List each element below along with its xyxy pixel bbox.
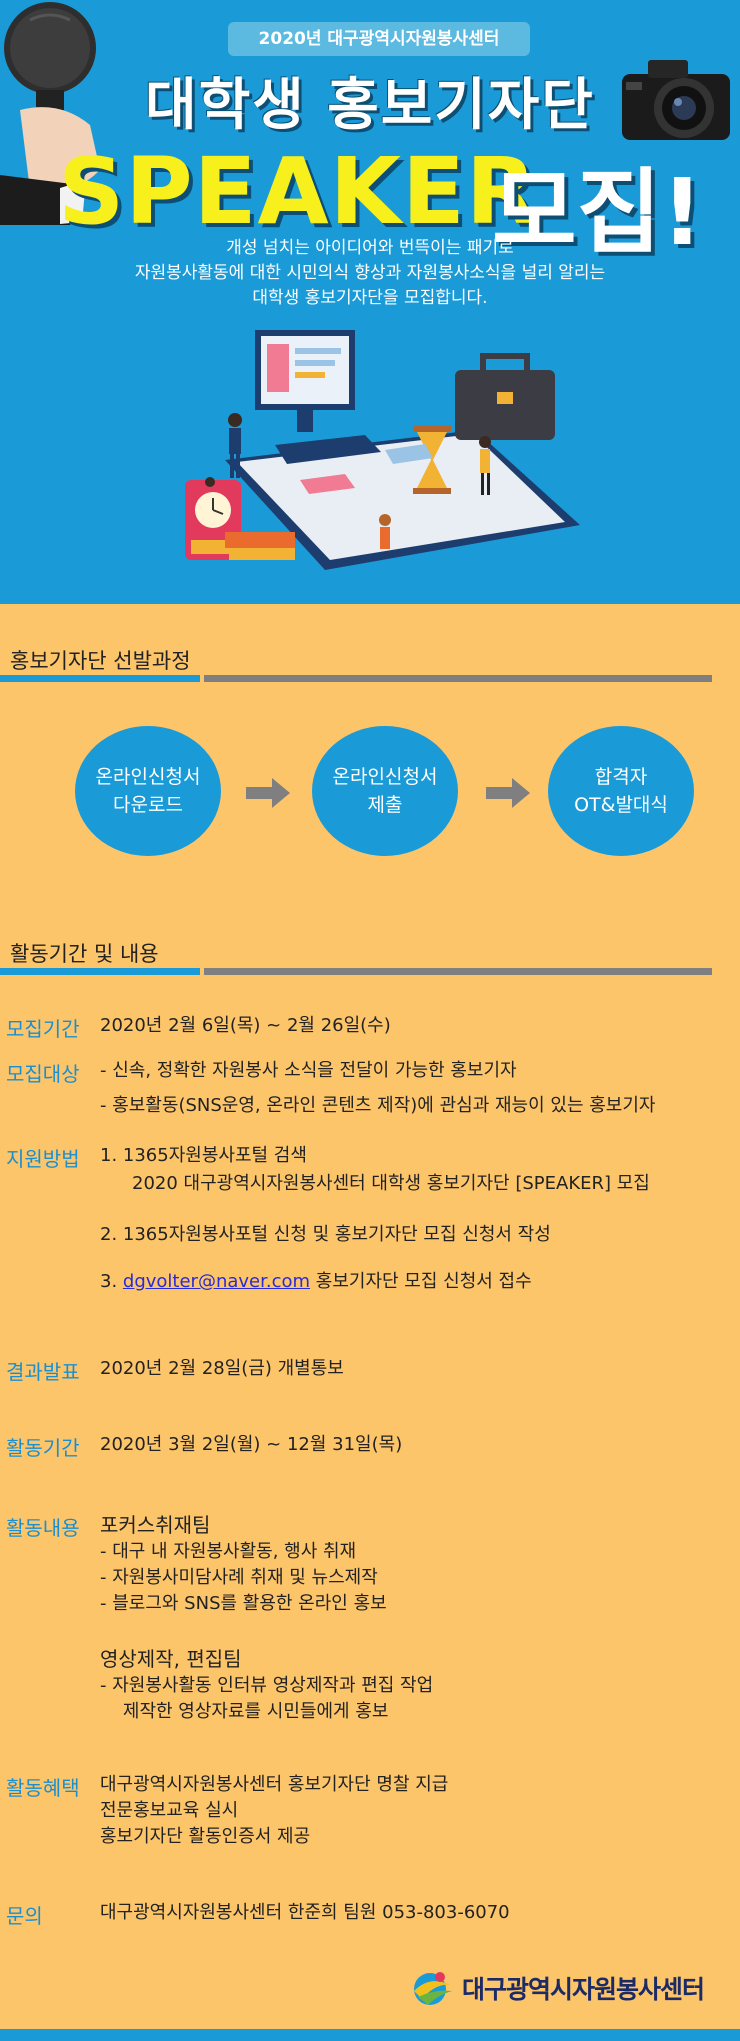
label-contact: 문의: [6, 1904, 43, 1928]
label-benefit: 활동혜택: [6, 1776, 80, 1800]
title-main: 대학생 홍보기자단: [145, 73, 595, 138]
bottom-bar: [0, 2029, 740, 2041]
team-focus-item: - 대구 내 자원봉사활동, 행사 취재: [100, 1541, 357, 1562]
team-video: 영상제작, 편집팀: [100, 1647, 242, 1671]
value-benefit-1: 대구광역시자원봉사센터 홍보기자단 명찰 지급: [100, 1774, 449, 1795]
label-apply: 지원방법: [6, 1147, 80, 1171]
step-label: 다운로드: [113, 794, 183, 816]
office-illustration: [185, 330, 580, 570]
intro-line-2: 자원봉사활동에 대한 시민의식 향상과 자원봉사소식을 널리 알리는: [134, 263, 606, 283]
value-contact: 대구광역시자원봉사센터 한준희 팀원 053-803-6070: [100, 1902, 510, 1923]
label-recruit-period: 모집기간: [6, 1017, 80, 1041]
divider-gray: [204, 968, 712, 975]
arrow-right-icon: [246, 778, 290, 808]
apply-step-3: 3. dgvolter@naver.com 홍보기자단 모집 신청서 접수: [100, 1269, 532, 1295]
hero-banner: 2020년 대구광역시자원봉사센터 대학생 홍보기자단 SPEAKER 모집! …: [0, 0, 740, 604]
value-result: 2020년 2월 28일(금) 개별통보: [100, 1358, 344, 1379]
logo-mark-icon: [414, 1972, 452, 2005]
team-video-item: 제작한 영상자료를 시민들에게 홍보: [100, 1701, 389, 1722]
intro-line-3: 대학생 홍보기자단을 모집합니다.: [252, 288, 488, 308]
title-speaker: SPEAKER: [58, 138, 538, 245]
arrow-right-icon: [486, 778, 530, 808]
title-recruit: 모집!: [492, 159, 704, 266]
section-heading-activity: 활동기간 및 내용: [10, 942, 159, 966]
value-target-2: - 홍보활동(SNS운영, 온라인 콘텐츠 제작)에 관심과 재능이 있는 홍보…: [100, 1095, 656, 1116]
divider-blue: [0, 675, 200, 682]
label-target: 모집대상: [6, 1062, 80, 1086]
step-label: 온라인신청서: [95, 766, 201, 788]
step-label: 온라인신청서: [332, 766, 438, 788]
team-focus-item: - 자원봉사미담사례 취재 및 뉴스제작: [100, 1567, 378, 1588]
intro-line-1: 개성 넘치는 아이디어와 번뜩이는 패기로: [226, 238, 514, 258]
org-name: 대구광역시자원봉사센터: [462, 1975, 705, 2004]
value-recruit-period: 2020년 2월 6일(목) ~ 2월 26일(수): [100, 1015, 391, 1036]
label-content: 활동내용: [6, 1516, 80, 1540]
apply-step-3-suffix: 홍보기자단 모집 신청서 접수: [310, 1271, 532, 1292]
section-heading-selection: 홍보기자단 선발과정: [10, 649, 191, 673]
apply-step-1a: 1. 1365자원봉사포털 검색: [100, 1145, 307, 1166]
step-label: 제출: [367, 794, 403, 816]
apply-step-3-prefix: 3.: [100, 1271, 123, 1292]
divider-blue: [0, 968, 200, 975]
header-pill: 2020년 대구광역시자원봉사센터: [228, 22, 530, 56]
step-circle-orientation: 합격자 OT&발대식: [548, 726, 694, 856]
apply-step-1b: 2020 대구광역시자원봉사센터 대학생 홍보기자단 [SPEAKER] 모집: [132, 1173, 650, 1194]
step-label: 합격자: [594, 766, 648, 788]
camera-icon: [622, 60, 730, 140]
value-target-1: - 신속, 정확한 자원봉사 소식을 전달이 가능한 홍보기자: [100, 1060, 517, 1081]
label-activity-period: 활동기간: [6, 1436, 80, 1460]
team-video-item: - 자원봉사활동 인터뷰 영상제작과 편집 작업: [100, 1675, 434, 1696]
divider-gray: [204, 675, 712, 682]
label-result: 결과발표: [6, 1360, 80, 1384]
value-activity-period: 2020년 3월 2일(월) ~ 12월 31일(목): [100, 1434, 403, 1455]
intro-text: 개성 넘치는 아이디어와 번뜩이는 패기로 자원봉사활동에 대한 시민의식 향상…: [0, 236, 740, 311]
value-benefit-2: 전문홍보교육 실시: [100, 1800, 239, 1821]
microphone-icon: [0, 2, 100, 225]
org-logo: 대구광역시자원봉사센터: [410, 1968, 705, 2008]
team-focus-item: - 블로그와 SNS를 활용한 온라인 홍보: [100, 1593, 387, 1614]
value-benefit-3: 홍보기자단 활동인증서 제공: [100, 1826, 311, 1847]
team-focus: 포커스취재팀: [100, 1513, 211, 1537]
apply-step-2: 2. 1365자원봉사포털 신청 및 홍보기자단 모집 신청서 작성: [100, 1224, 551, 1245]
email-link[interactable]: dgvolter@naver.com: [122, 1271, 311, 1292]
step-label: OT&발대식: [574, 794, 668, 816]
